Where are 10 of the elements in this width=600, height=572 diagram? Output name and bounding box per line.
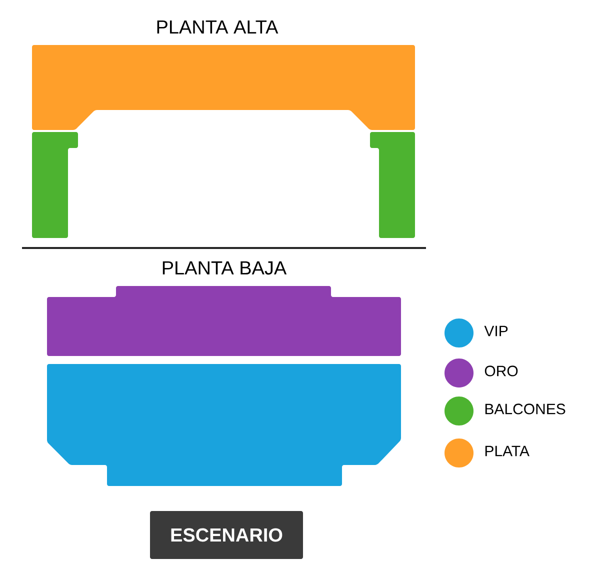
seating-section — [47, 364, 401, 486]
legend-label: ORO — [484, 366, 518, 376]
seating-section — [32, 45, 415, 130]
seating-section — [32, 132, 78, 238]
legend-label: BALCONES — [485, 404, 566, 414]
legend-label: VIP — [484, 326, 508, 336]
stage-box: ESCENARIO — [150, 511, 303, 559]
seating-section — [370, 132, 415, 238]
legend-label: PLATA — [485, 446, 530, 456]
seating-section — [47, 286, 401, 356]
